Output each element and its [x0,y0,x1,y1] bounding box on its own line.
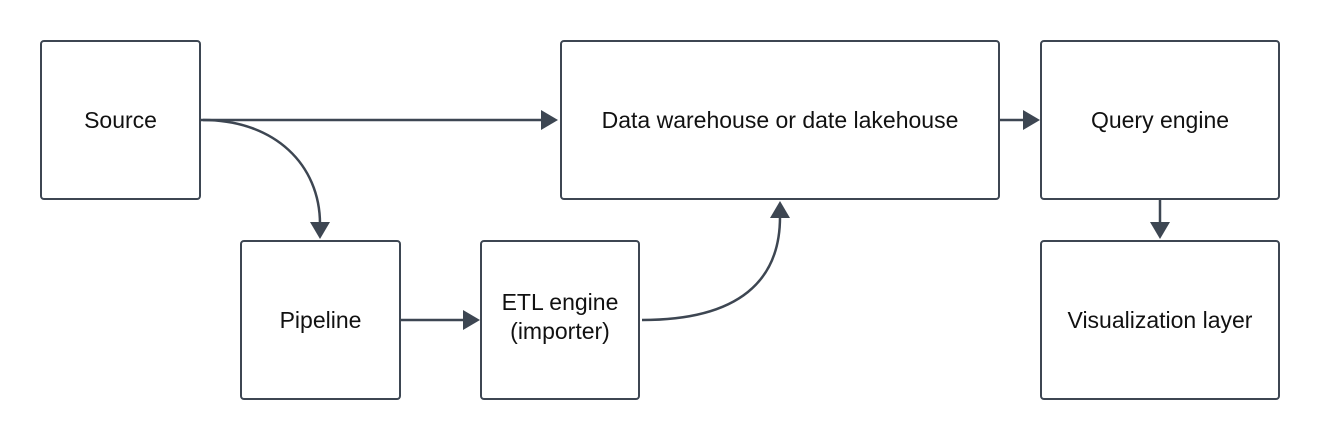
arrowhead-right-icon [463,310,480,330]
edge-source-to-pipeline [202,118,330,239]
pipeline-node: Pipeline [240,240,401,400]
arrowhead-down-icon [310,222,330,239]
warehouse-node-label: Data warehouse or date lakehouse [601,107,959,133]
edge-query-to-visualization [1150,200,1170,239]
source-node: Source [40,40,201,200]
pipeline-node-label: Pipeline [279,306,362,333]
edge-etl-to-warehouse [641,201,790,322]
visualization-layer-node-label: Visualization layer [1067,306,1253,333]
etl-engine-node-label: ETL engine (importer) [501,289,619,344]
visualization-layer-node: Visualization layer [1040,240,1280,400]
arrowhead-right-icon [1023,110,1040,130]
query-engine-node-label: Query engine [1090,107,1230,133]
arrowhead-down-icon [1150,222,1170,239]
edge-pipeline-to-etl [401,310,480,330]
arrowhead-right-icon [541,110,558,130]
warehouse-node: Data warehouse or date lakehouse [560,40,1000,200]
etl-engine-node: ETL engine (importer) [480,240,640,400]
arrowhead-up-icon [770,201,790,218]
query-engine-node: Query engine [1040,40,1280,200]
source-node-label: Source [84,106,157,133]
edge-source-to-warehouse [201,110,558,130]
edge-warehouse-to-query [1000,110,1040,130]
